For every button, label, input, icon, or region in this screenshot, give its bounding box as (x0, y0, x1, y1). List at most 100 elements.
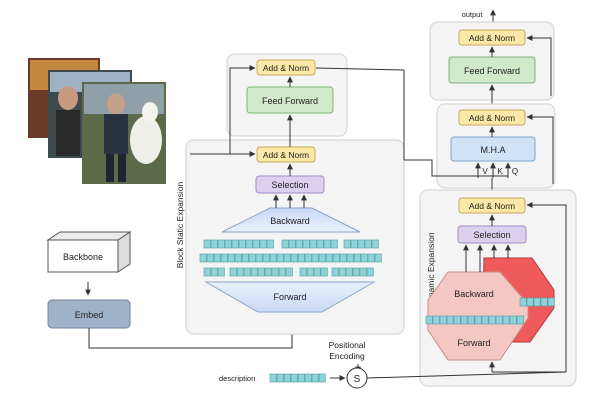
right-add-norm-mid (458, 109, 526, 126)
sum-label: S (354, 374, 361, 385)
token-cell (474, 315, 482, 325)
token-cell (360, 253, 368, 263)
token-cell (299, 267, 307, 277)
token-cell (318, 253, 326, 263)
embed-label: Embed (75, 310, 104, 320)
token-cell (281, 239, 289, 249)
token-cell (262, 253, 270, 263)
block-static-expansion-title: Block Static Expansion (175, 182, 185, 269)
token-cell (238, 239, 246, 249)
token-cell (269, 253, 277, 263)
token-cell (338, 267, 346, 277)
token-cell (330, 239, 338, 249)
token-cell (320, 267, 328, 277)
token-cell (224, 239, 232, 249)
token-cell (297, 253, 305, 263)
token-cell (248, 253, 256, 263)
token-cell (257, 267, 265, 277)
right-add-norm-mid-label: Add & Norm (469, 113, 515, 123)
token-cell (540, 297, 548, 307)
token-cell (206, 253, 214, 263)
token-cell (234, 253, 242, 263)
token-cell (339, 253, 347, 263)
token-cell (271, 267, 279, 277)
token-cell (290, 253, 298, 263)
token-cell (288, 239, 296, 249)
static-add-norm-top (256, 59, 316, 76)
token-cell (290, 373, 298, 383)
dynamic-backward-label: Backward (454, 289, 494, 299)
right-mha-label: M.H.A (480, 145, 505, 155)
token-cell (516, 315, 524, 325)
output-label: output (462, 10, 484, 19)
static-forward-label: Forward (273, 292, 306, 302)
token-cell (264, 267, 272, 277)
token-cell (297, 373, 305, 383)
token-cell (311, 373, 319, 383)
token-cell (371, 239, 379, 249)
token-cell (236, 267, 244, 277)
token-cell (357, 239, 365, 249)
token-cell (304, 253, 312, 263)
token-cell (359, 267, 367, 277)
token-cell (533, 297, 541, 307)
token-cell (432, 315, 440, 325)
token-cell (295, 239, 303, 249)
right-add-norm-top-label: Add & Norm (469, 33, 515, 43)
token-cell (353, 253, 361, 263)
token-cell (332, 253, 340, 263)
token-cell (488, 315, 496, 325)
dynamic-add-norm-label: Add & Norm (469, 201, 515, 211)
circle-s-icon: S (346, 367, 368, 389)
token-cell (346, 253, 354, 263)
token-cell (316, 239, 324, 249)
token-cell (364, 239, 372, 249)
token-cell (266, 239, 274, 249)
token-cell (323, 239, 331, 249)
token-cell (241, 253, 249, 263)
token-cell (526, 297, 534, 307)
positional-label-2: Encoding (329, 351, 365, 361)
token-cell (352, 267, 360, 277)
dynamic-token-grid (425, 297, 555, 325)
token-cell (231, 239, 239, 249)
token-cell (227, 253, 235, 263)
token-cell (217, 239, 225, 249)
token-cell (210, 267, 218, 277)
token-cell (276, 373, 284, 383)
backbone-block: Backbone (46, 231, 132, 273)
token-cell (325, 253, 333, 263)
token-cell (311, 253, 319, 263)
token-cell (259, 239, 267, 249)
static-add-norm-mid (256, 146, 316, 163)
token-cell (302, 239, 310, 249)
q-label: Q (512, 167, 518, 176)
static-backward-label: Backward (270, 216, 310, 226)
token-cell (203, 239, 211, 249)
dynamic-expansion-title: Dynamic Expansion (426, 232, 436, 307)
token-cell (547, 297, 555, 307)
token-cell (213, 253, 221, 263)
token-cell (313, 267, 321, 277)
v-label: V (482, 167, 488, 176)
token-cell (245, 239, 253, 249)
dynamic-selection-label: Selection (473, 230, 510, 240)
token-cell (467, 315, 475, 325)
token-cell (345, 267, 353, 277)
token-cell (278, 267, 286, 277)
token-cell (453, 315, 461, 325)
token-cell (495, 315, 503, 325)
token-cell (318, 373, 326, 383)
photo-stack-icon (28, 58, 166, 184)
description-token-strip (269, 373, 326, 383)
token-cell (217, 267, 225, 277)
static-backward (221, 207, 361, 233)
token-cell (439, 315, 447, 325)
token-cell (306, 267, 314, 277)
token-cell (276, 253, 284, 263)
token-cell (509, 315, 517, 325)
description-label: description (219, 374, 255, 383)
static-forward (204, 281, 376, 313)
token-cell (350, 239, 358, 249)
